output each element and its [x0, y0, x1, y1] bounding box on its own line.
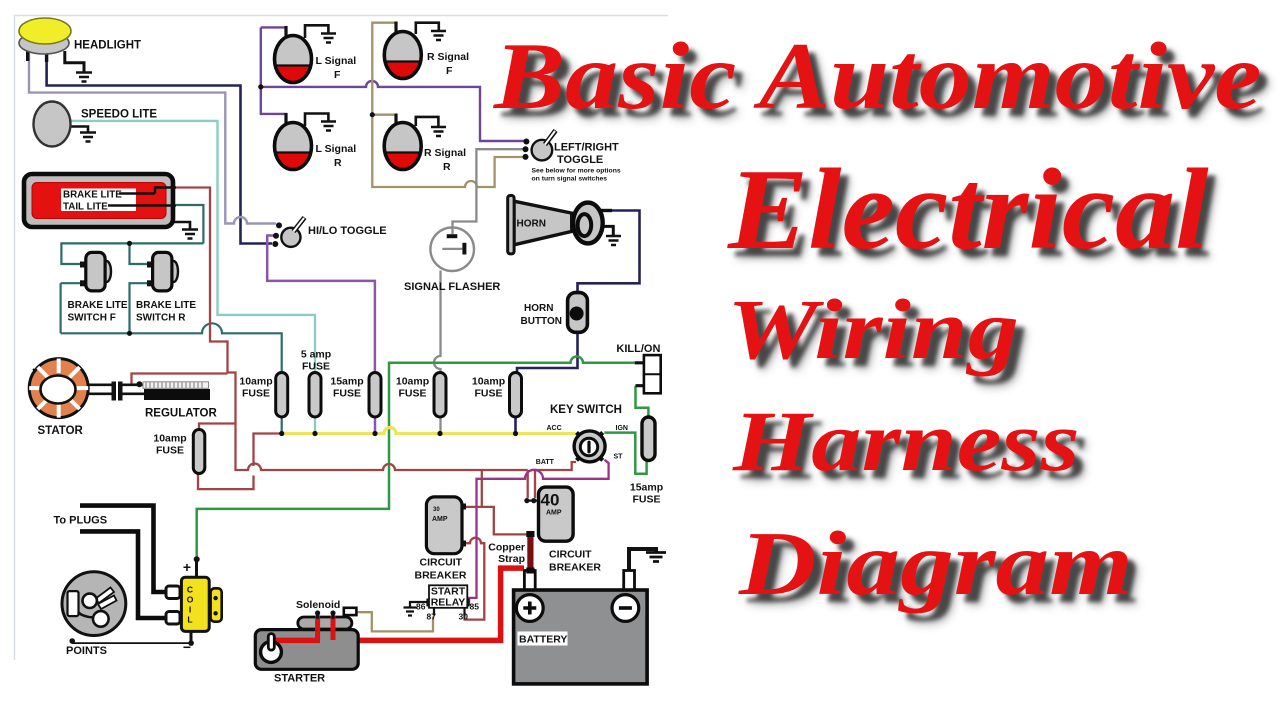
svg-text:30: 30: [459, 612, 469, 622]
svg-text:30: 30: [433, 507, 440, 513]
svg-text:TAIL LITE: TAIL LITE: [63, 202, 108, 213]
svg-text:L Signal: L Signal: [316, 55, 357, 67]
svg-text:ACC: ACC: [547, 425, 562, 432]
svg-text:85: 85: [470, 602, 480, 612]
svg-text:O: O: [187, 595, 194, 605]
svg-text:CIRCUIT: CIRCUIT: [549, 549, 592, 561]
svg-text:BRAKE LITE: BRAKE LITE: [136, 300, 196, 311]
svg-text:L: L: [187, 615, 192, 625]
svg-text:ST: ST: [614, 454, 624, 461]
svg-text:SWITCH R: SWITCH R: [136, 313, 186, 324]
svg-text:10amp: 10amp: [472, 376, 505, 388]
svg-text:BUTTON: BUTTON: [521, 316, 562, 327]
svg-text:FUSE: FUSE: [398, 388, 426, 400]
svg-text:FUSE: FUSE: [156, 445, 184, 457]
svg-text:SIGNAL FLASHER: SIGNAL FLASHER: [404, 281, 500, 293]
svg-text:AMP: AMP: [546, 510, 562, 517]
svg-text:F: F: [446, 65, 453, 77]
svg-text:Copper: Copper: [488, 542, 525, 554]
svg-text:BRAKE LITE: BRAKE LITE: [68, 300, 128, 311]
svg-text:10amp: 10amp: [239, 376, 272, 388]
svg-text:To PLUGS: To PLUGS: [54, 515, 108, 527]
svg-text:15amp: 15amp: [330, 376, 363, 388]
svg-text:FUSE: FUSE: [302, 361, 330, 373]
svg-text:HI/LO TOGGLE: HI/LO TOGGLE: [308, 225, 387, 237]
svg-text:SPEEDO LITE: SPEEDO LITE: [81, 109, 157, 121]
svg-text:FUSE: FUSE: [474, 388, 502, 400]
svg-text:R Signal: R Signal: [424, 147, 466, 159]
svg-text:BATTERY: BATTERY: [519, 634, 567, 646]
svg-text:HORN: HORN: [524, 303, 553, 314]
svg-text:KEY SWITCH: KEY SWITCH: [550, 404, 622, 416]
svg-text:BRAKE LITE: BRAKE LITE: [63, 190, 122, 201]
svg-text:FUSE: FUSE: [333, 388, 361, 400]
svg-text:+: +: [183, 559, 191, 575]
svg-text:L Signal: L Signal: [316, 143, 357, 155]
svg-text:AMP: AMP: [432, 516, 448, 523]
svg-text:IGN: IGN: [616, 425, 628, 432]
svg-text:STARTER: STARTER: [274, 673, 325, 685]
svg-text:SWITCH F: SWITCH F: [68, 313, 116, 324]
svg-text:on turn signal switches: on turn signal switches: [532, 176, 608, 183]
svg-text:I: I: [189, 605, 191, 615]
svg-text:87: 87: [427, 612, 437, 622]
svg-text:RELAY: RELAY: [431, 597, 466, 609]
svg-text:LEFT/RIGHT: LEFT/RIGHT: [554, 142, 619, 154]
svg-text:40: 40: [541, 491, 560, 510]
svg-text:F: F: [334, 69, 341, 81]
svg-text:START: START: [431, 586, 466, 598]
svg-text:CIRCUIT: CIRCUIT: [420, 557, 463, 569]
svg-text:−: −: [183, 639, 191, 655]
svg-text:BREAKER: BREAKER: [549, 562, 601, 574]
svg-text:10amp: 10amp: [153, 433, 186, 445]
svg-text:See below for more options: See below for more options: [532, 168, 621, 175]
svg-text:86: 86: [416, 602, 426, 612]
svg-text:R Signal: R Signal: [427, 51, 469, 63]
svg-text:HORN: HORN: [517, 219, 546, 230]
svg-text:Strap: Strap: [498, 553, 525, 565]
svg-text:POINTS: POINTS: [66, 645, 107, 657]
svg-text:R: R: [334, 157, 342, 169]
svg-text:STATOR: STATOR: [38, 425, 84, 437]
svg-text:TOGGLE: TOGGLE: [557, 154, 603, 166]
svg-text:REGULATOR: REGULATOR: [145, 408, 217, 420]
svg-text:10amp: 10amp: [396, 376, 429, 388]
svg-text:15amp: 15amp: [630, 482, 663, 494]
svg-text:5 amp: 5 amp: [301, 349, 331, 361]
svg-text:Solenoid: Solenoid: [296, 599, 340, 611]
svg-text:R: R: [443, 161, 451, 173]
svg-text:FUSE: FUSE: [242, 388, 270, 400]
svg-text:FUSE: FUSE: [632, 494, 660, 506]
svg-text:BREAKER: BREAKER: [415, 570, 467, 582]
svg-text:KILL/ON: KILL/ON: [616, 343, 660, 355]
svg-text:HEADLIGHT: HEADLIGHT: [74, 40, 141, 52]
svg-text:C: C: [187, 585, 193, 595]
svg-text:BATT: BATT: [536, 459, 555, 466]
